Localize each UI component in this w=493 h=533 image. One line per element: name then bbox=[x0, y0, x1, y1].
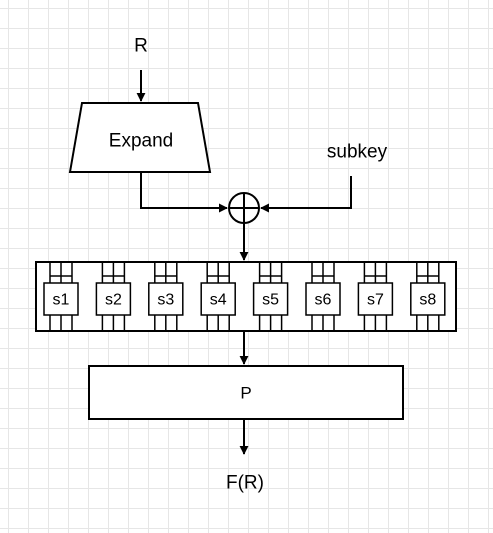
sbox-s2: s2 bbox=[95, 262, 132, 331]
expand-box bbox=[68, 102, 212, 173]
sbox-label: s6 bbox=[315, 292, 332, 309]
permutation-box bbox=[88, 365, 404, 420]
permutation-label: P bbox=[240, 384, 251, 403]
subkey-to-xor-arrow bbox=[260, 176, 352, 213]
sbox-label: s1 bbox=[53, 292, 70, 309]
expand-label: Expand bbox=[109, 131, 173, 152]
sbox-label: s5 bbox=[262, 292, 279, 309]
output-label: F(R) bbox=[226, 473, 264, 494]
sbox-label: s7 bbox=[367, 292, 384, 309]
subkey-label: subkey bbox=[327, 142, 388, 163]
sbox-label: s2 bbox=[105, 292, 122, 309]
expand-to-xor-arrow bbox=[140, 172, 228, 213]
sbox-s4: s4 bbox=[200, 262, 236, 331]
sbox-s6: s6 bbox=[305, 262, 341, 331]
input-label: R bbox=[134, 36, 148, 57]
sbox-s5: s5 bbox=[252, 262, 289, 331]
sbox-label: s3 bbox=[157, 292, 174, 309]
sbox-s1: s1 bbox=[43, 262, 79, 331]
sbox-label: s8 bbox=[419, 292, 436, 309]
sbox-s7: s7 bbox=[357, 262, 394, 331]
xor-icon bbox=[228, 192, 260, 224]
sbox-s3: s3 bbox=[148, 262, 184, 331]
sbox-s8: s8 bbox=[410, 262, 446, 331]
sbox-label: s4 bbox=[210, 292, 227, 309]
